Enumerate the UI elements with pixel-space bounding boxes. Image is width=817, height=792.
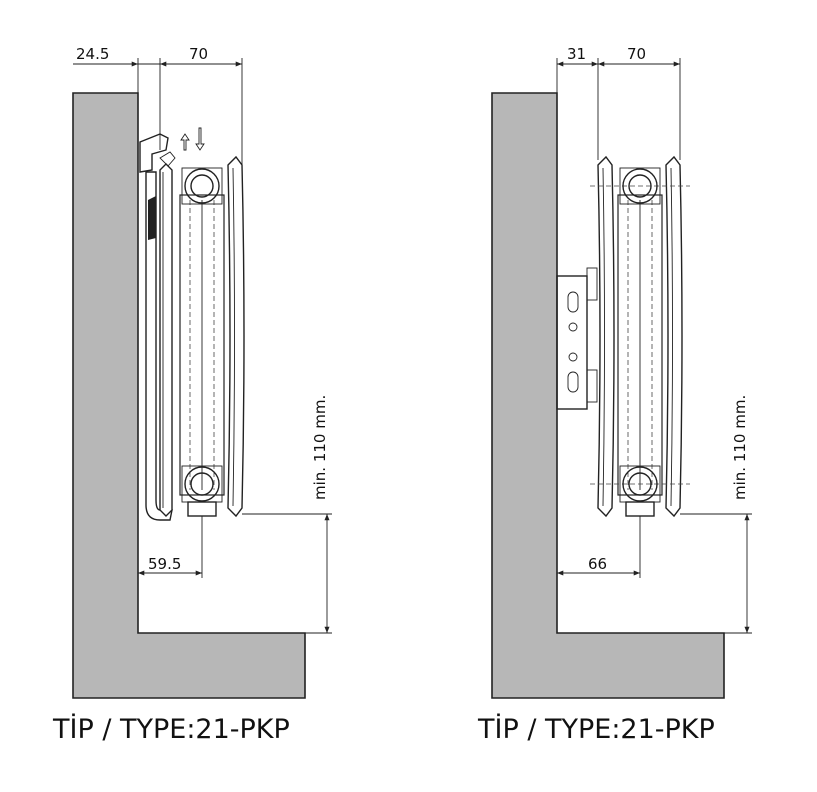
left-top-fitting: [181, 167, 223, 205]
right-mounting-plate: [556, 267, 598, 410]
left-dim-depth: 70: [189, 45, 208, 63]
right-bottom-dimension: 66: [557, 516, 641, 578]
left-dim-min-height: min. 110 mm.: [311, 395, 329, 500]
right-top-dimension: 31 70: [556, 45, 681, 160]
right-diagram: 31 70: [491, 45, 752, 699]
right-rear-panel: [597, 155, 615, 518]
right-dim-wall-gap: 31: [567, 45, 586, 63]
right-dim-pipe: 66: [588, 555, 607, 573]
right-top-fitting: [619, 167, 661, 205]
left-adjust-arrows-icon: [180, 127, 205, 151]
right-dim-min-height: min. 110 mm.: [731, 395, 749, 500]
left-front-panel: [227, 155, 245, 518]
left-dim-pipe: 59.5: [148, 555, 181, 573]
right-bottom-fitting: [619, 465, 661, 517]
right-type-caption: TİP / TYPE:21-PKP: [478, 714, 715, 745]
right-dim-depth: 70: [627, 45, 646, 63]
right-front-panel: [665, 155, 683, 518]
left-diagram: 24.5 70: [72, 45, 332, 699]
left-type-caption: TİP / TYPE:21-PKP: [53, 714, 290, 745]
right-vertical-dimension: min. 110 mm.: [680, 395, 752, 634]
left-rear-panel: [159, 163, 173, 517]
left-dim-wall-gap: 24.5: [76, 45, 109, 63]
left-vertical-dimension: min. 110 mm.: [242, 395, 332, 634]
left-bottom-dimension: 59.5: [138, 516, 203, 578]
left-top-dimension: 24.5 70: [73, 45, 243, 165]
